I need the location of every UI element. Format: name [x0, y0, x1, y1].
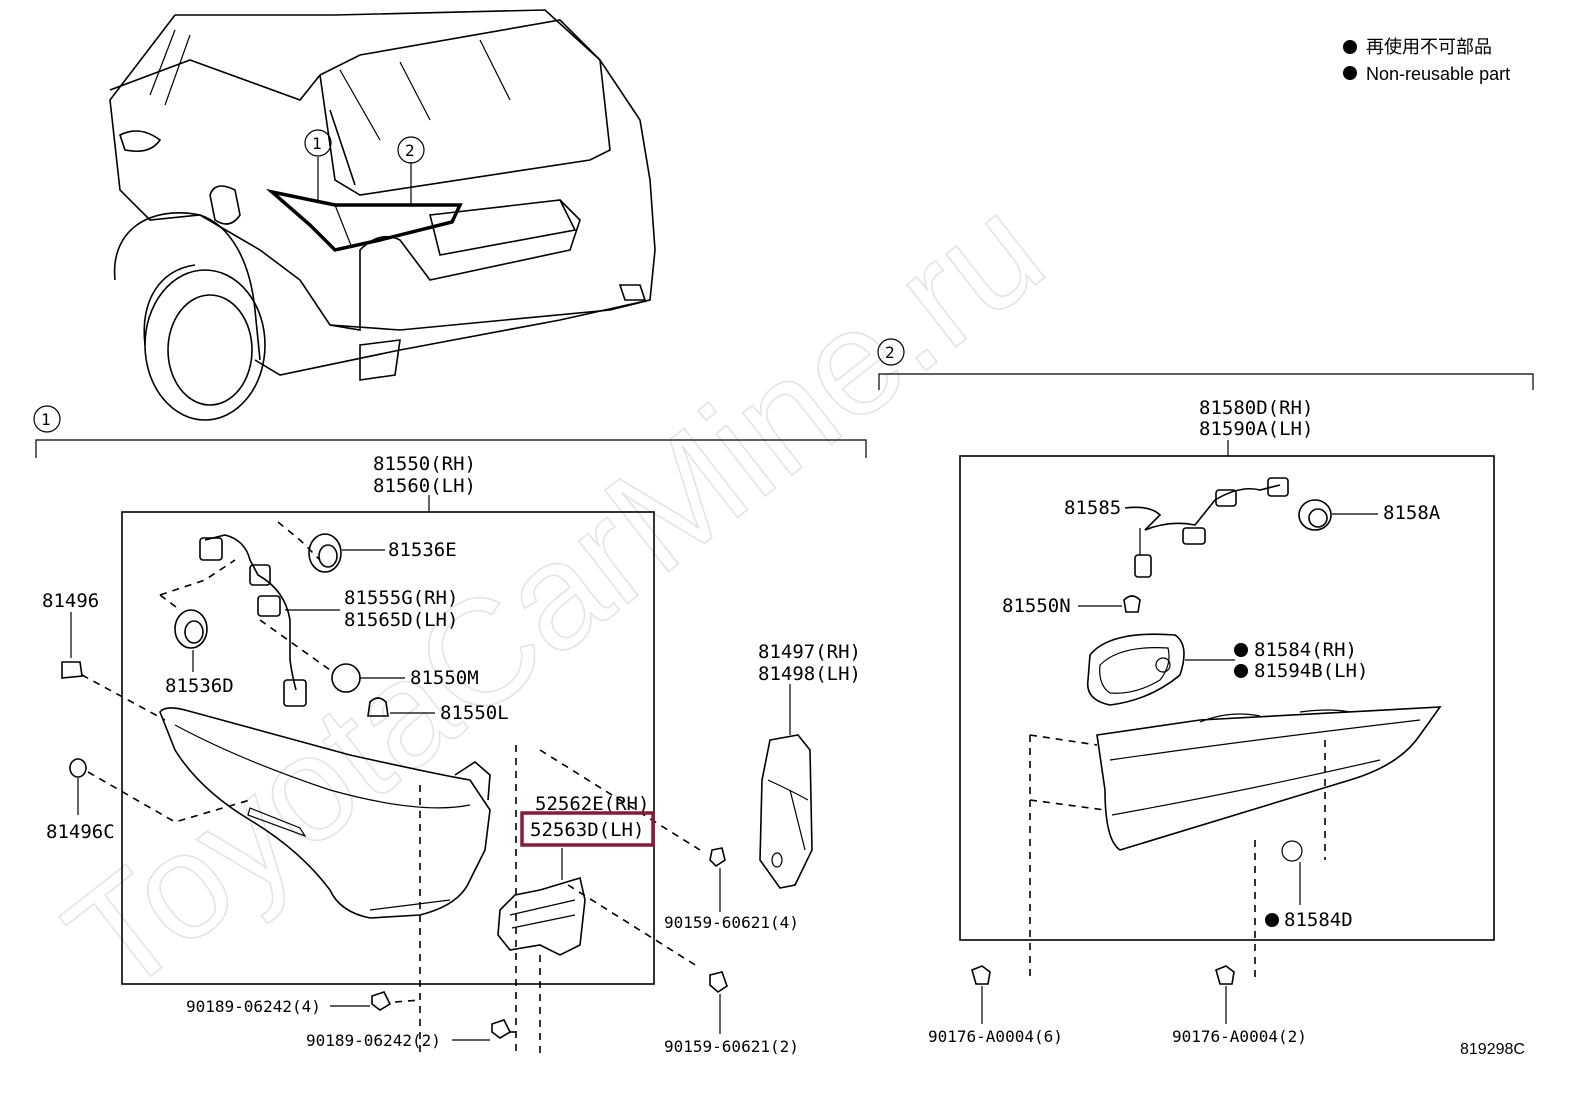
part-90159-60621-2[interactable]: 90159-60621(2)	[664, 1037, 799, 1056]
part-81565D-lh[interactable]: 81565D(LH)	[344, 609, 458, 631]
part-81584D[interactable]: 81584D	[1284, 909, 1353, 931]
part-81497-rh[interactable]: 81497(RH)	[758, 641, 861, 663]
callout-2-top: 2	[405, 141, 415, 160]
part-90189-06242-4[interactable]: 90189-06242(4)	[186, 997, 321, 1016]
part-90189-06242-2[interactable]: 90189-06242(2)	[306, 1031, 441, 1050]
group-2: 2 81580D(RH) 81590A(LH) 81585 8158A 8155…	[877, 338, 1534, 1046]
callout-2-circle	[877, 338, 905, 366]
vehicle-illustration: 1 2	[109, 9, 656, 421]
part-52563D-lh[interactable]: 52563D(LH)	[530, 819, 644, 841]
legend-en-text: Non-reusable part	[1366, 64, 1510, 84]
callout-1-label: 1	[41, 410, 51, 429]
group-1-box	[121, 511, 655, 985]
part-81584-rh[interactable]: 81584(RH)	[1254, 639, 1357, 661]
part-81496C[interactable]: 81496C	[46, 821, 115, 843]
part-81555G-rh[interactable]: 81555G(RH)	[344, 587, 458, 609]
part-highlight-box	[520, 811, 655, 847]
part-81550N[interactable]: 81550N	[1002, 595, 1071, 617]
group-2-box	[959, 455, 1495, 941]
legend-jp-text: 再使用不可部品	[1366, 37, 1492, 57]
callout-2-label: 2	[885, 343, 895, 362]
diagram-code: 819298C	[1460, 1041, 1525, 1058]
part-81580D-rh[interactable]: 81580D(RH)	[1199, 397, 1313, 419]
part-81550M[interactable]: 81550M	[410, 667, 479, 689]
callout-1-top: 1	[312, 134, 322, 153]
part-81498-lh[interactable]: 81498(LH)	[758, 663, 861, 685]
part-81550L[interactable]: 81550L	[440, 702, 509, 724]
part-90159-60621-4[interactable]: 90159-60621(4)	[664, 913, 799, 932]
part-90176-A0004-2[interactable]: 90176-A0004(2)	[1172, 1027, 1307, 1046]
part-81496[interactable]: 81496	[42, 590, 99, 612]
part-52562E-rh[interactable]: 52562E(RH)	[535, 793, 649, 815]
part-90176-A0004-6[interactable]: 90176-A0004(6)	[928, 1027, 1063, 1046]
part-81590A-lh[interactable]: 81590A(LH)	[1199, 418, 1313, 440]
callout-1-circle	[33, 405, 61, 433]
part-81550-rh[interactable]: 81550(RH)	[373, 453, 476, 475]
part-8158A[interactable]: 8158A	[1383, 502, 1441, 524]
part-81536D[interactable]: 81536D	[165, 675, 234, 697]
legend: 再使用不可部品 Non-reusable part	[1343, 37, 1510, 84]
part-81536E[interactable]: 81536E	[388, 539, 457, 561]
watermark-text: ToyotaCarMine.ru	[36, 164, 1072, 1025]
part-81585[interactable]: 81585	[1064, 497, 1121, 519]
group-1: 1 81550(RH) 81560(LH) 81536E 81555G(RH) …	[33, 405, 867, 1056]
part-81594B-lh[interactable]: 81594B(LH)	[1254, 660, 1368, 682]
part-81560-lh[interactable]: 81560(LH)	[373, 475, 476, 497]
